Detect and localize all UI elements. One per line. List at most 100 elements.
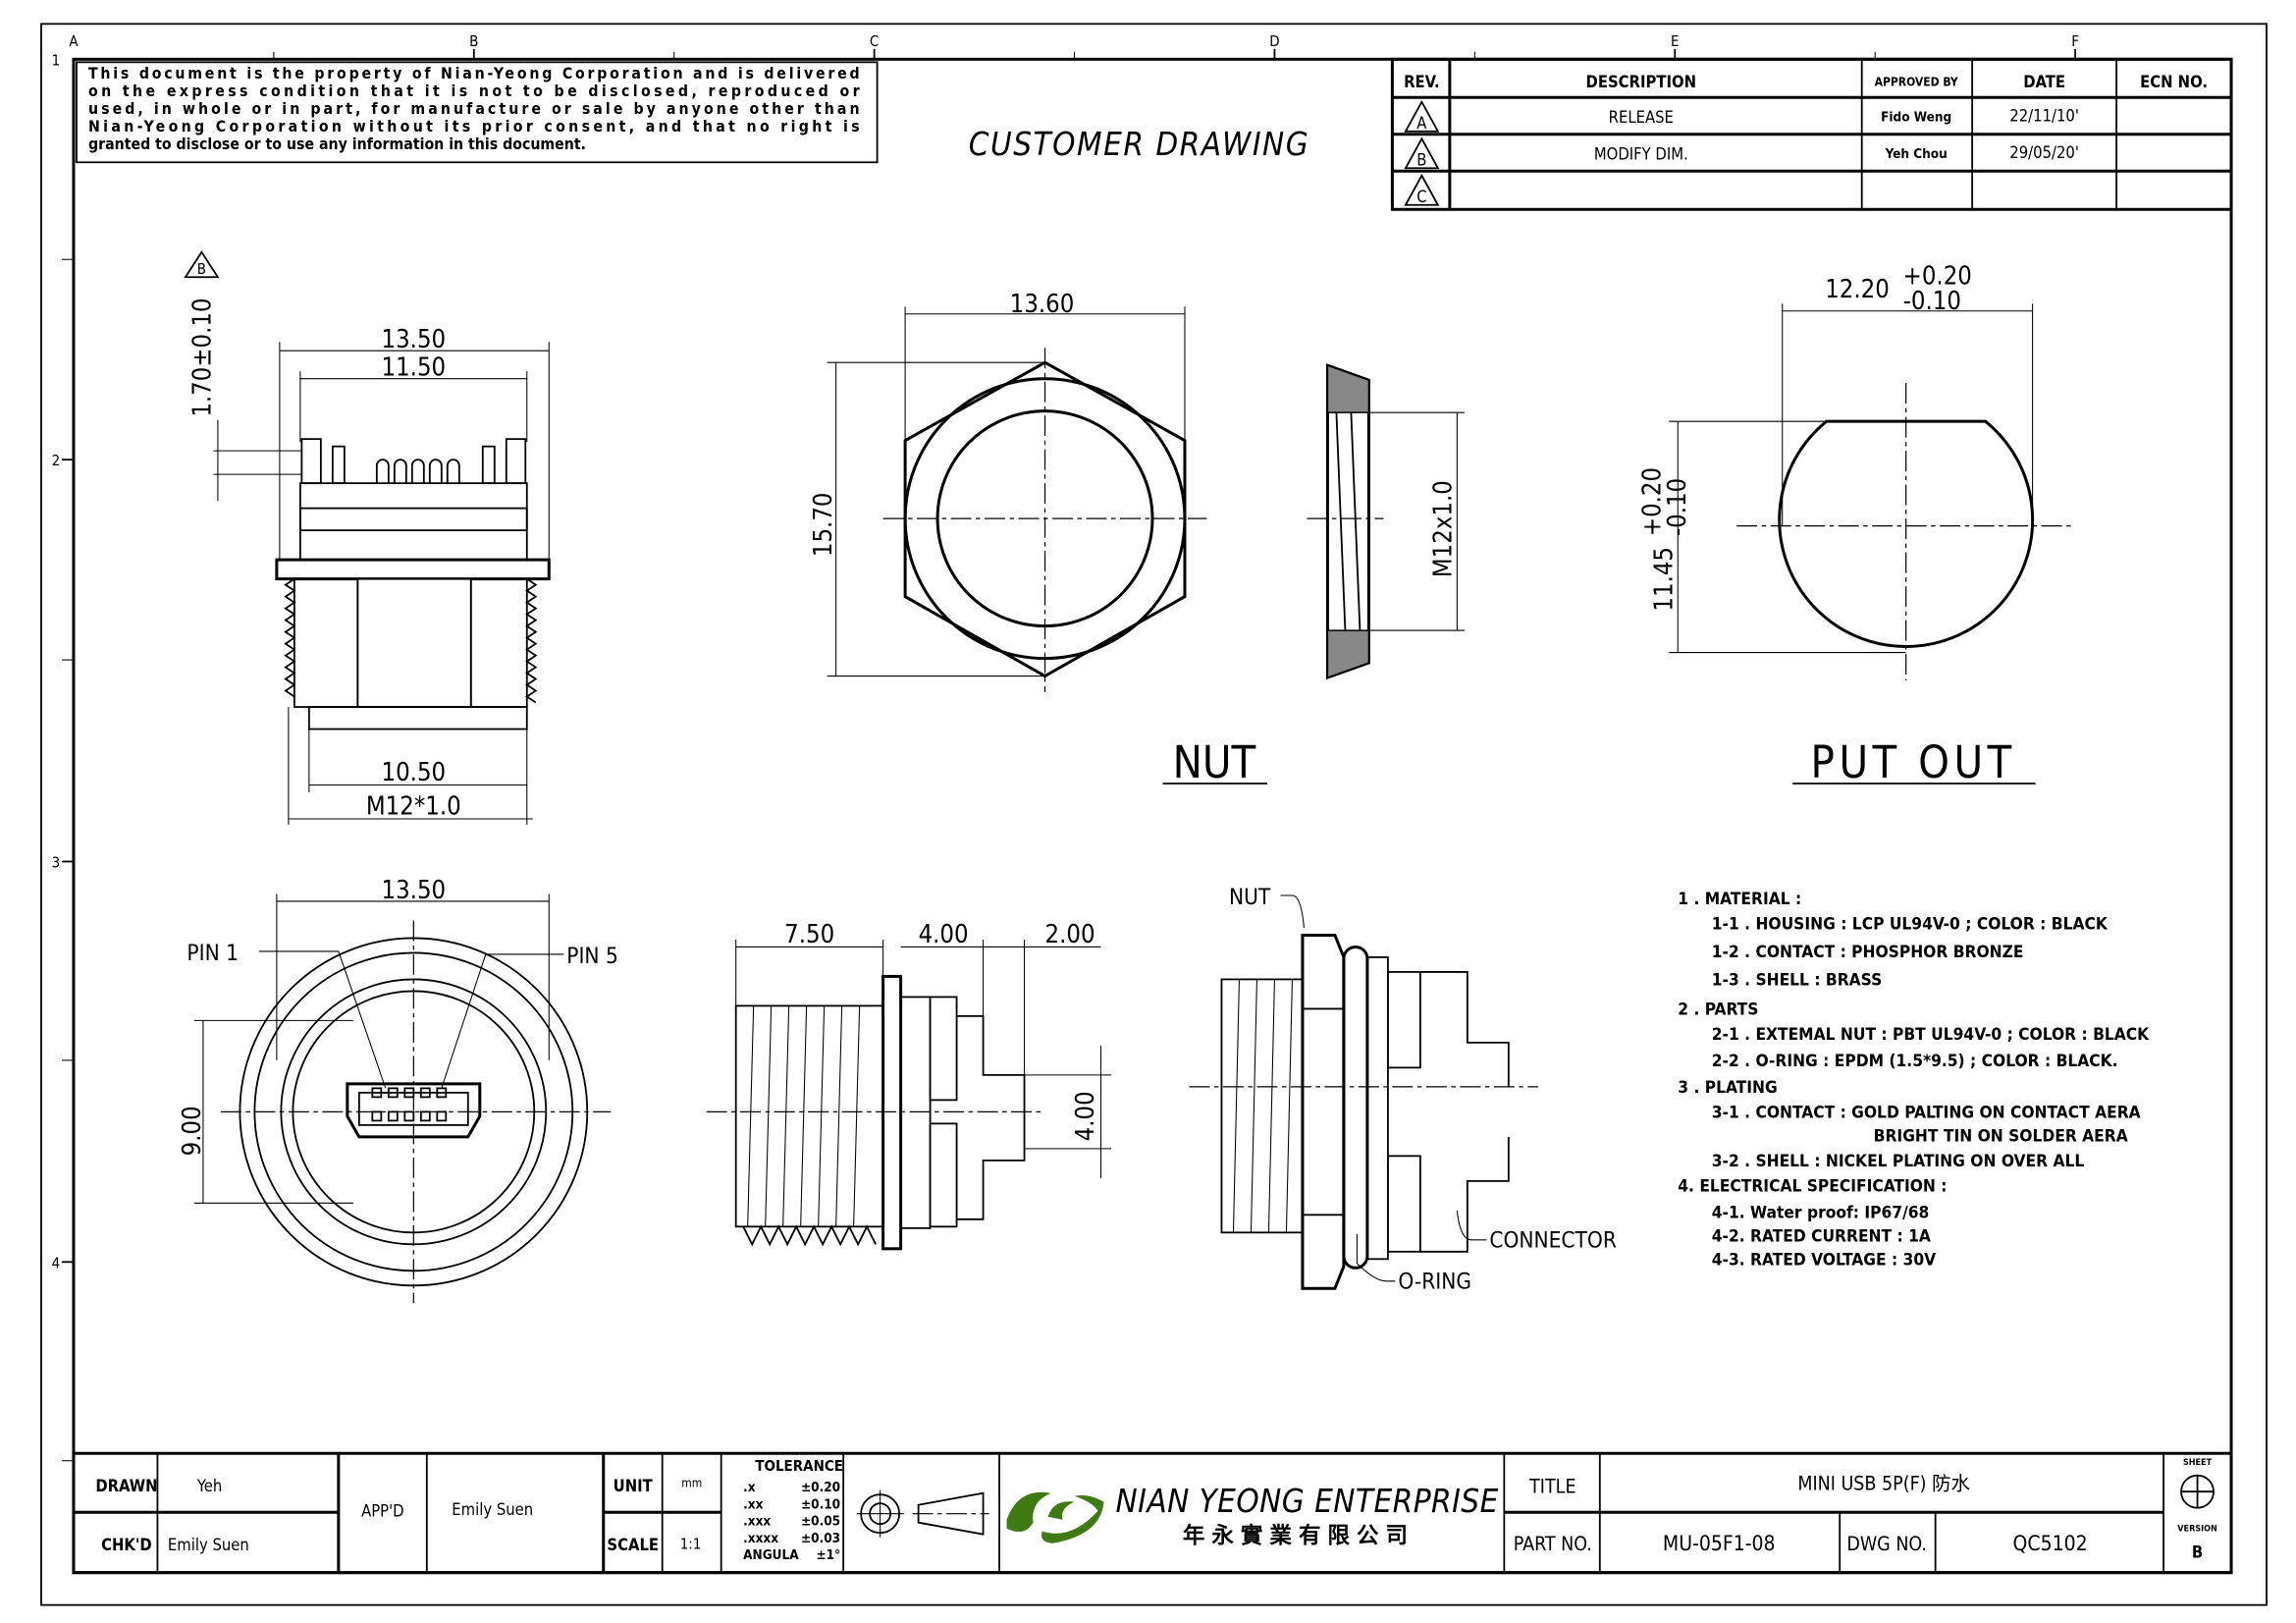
tolerance-entry: .xx [743, 1496, 763, 1512]
date-header: DATE [2023, 73, 2065, 91]
tolerance-entry: ±0.20 [801, 1480, 840, 1495]
dim-nut-height: 15.70 [809, 493, 838, 558]
notice-line: granted to disclose or to use any inform… [88, 135, 586, 153]
drawing-part-title: MINI USB 5P(F) 防水 [1797, 1473, 1970, 1495]
outer-border [40, 23, 2268, 1606]
dim-profile-flange: 4.00 [919, 920, 969, 949]
part-no: MU-05F1-08 [1663, 1532, 1776, 1555]
tolerance-entry: .xxxx [743, 1531, 778, 1546]
approved-header: APPROVED BY [1875, 75, 1958, 88]
rev-description: MODIFY DIM. [1594, 144, 1688, 163]
dim-front-height: 9.00 [178, 1106, 207, 1156]
nut-label: NUT [1173, 736, 1256, 788]
ecn-header: ECN NO. [2140, 73, 2208, 91]
note-line: 4-3. RATED VOLTAGE : 30V [1712, 1250, 1936, 1270]
rev-letter: C [1416, 188, 1426, 206]
front-view: 13.50 9.00 PIN 1 PIN 5 [178, 876, 618, 1304]
tolerance-entry: .x [743, 1480, 756, 1495]
dim-width: 13.50 [382, 325, 447, 354]
sheet-symbol-icon [2180, 1474, 2215, 1509]
dim-pin-height: 1.70±0.10 [187, 298, 217, 416]
rev-letter: B [1416, 150, 1426, 169]
note-line: 3-2 . SHELL : NICKEL PLATING ON OVER ALL [1712, 1152, 2085, 1171]
drawn-by: Yeh [196, 1477, 222, 1495]
put-out-view: 12.20 +0.20 -0.10 11.45 +0.20 -0.10 PUT … [1637, 262, 2073, 788]
notice-line: Nian-Yeong Corporation without its prior… [88, 117, 860, 135]
scale-label: SCALE [607, 1536, 659, 1554]
note-line: 2-1 . EXTEMAL NUT : PBT UL94V-0 ; COLOR … [1712, 1025, 2150, 1045]
dwg-no-label: DWG NO. [1846, 1533, 1927, 1555]
tolerance-entry: ±0.05 [801, 1514, 840, 1530]
note-line: 1 . MATERIAL : [1678, 890, 1801, 909]
version-value: B [2192, 1543, 2203, 1562]
part-no-label: PART NO. [1514, 1533, 1592, 1555]
rev-approver: Yeh Chou [1885, 146, 1948, 162]
notice-line: This document is the property of Nian-Ye… [88, 64, 860, 82]
rev-description: RELEASE [1609, 108, 1674, 127]
assembly-view: NUT CONNECTOR O-RING [1189, 885, 1617, 1294]
row-label: 4 [52, 1254, 61, 1271]
third-angle-projection-icon [856, 1489, 989, 1538]
dim-nut-thread: M12x1.0 [1428, 480, 1458, 577]
tolerance-entry: ±0.03 [801, 1531, 840, 1546]
rev-date: 22/11/10' [2009, 106, 2079, 125]
approved-by: Emily Suen [452, 1500, 533, 1519]
note-line: 1-1 . HOUSING : LCP UL94V-0 ; COLOR : BL… [1712, 914, 2109, 934]
column-markers: A B C D E F [69, 32, 2079, 60]
company-name-chinese: 年 永 實 業 有 限 公 司 [1183, 1523, 1408, 1549]
column-label: F [2071, 32, 2079, 50]
sheet-label: SHEET [2183, 1458, 2213, 1468]
dim-cutout-width: 12.20 [1825, 275, 1890, 304]
unit-value: mm [681, 1477, 702, 1490]
note-line: 2 . PARTS [1678, 1000, 1758, 1019]
revision-triangle-icon [1404, 136, 1440, 170]
dim-profile-body: 7.50 [784, 920, 834, 949]
rev-mark: B [197, 260, 206, 278]
dim-cutout-height: 11.45 [1649, 547, 1679, 612]
checked-by: Emily Suen [168, 1536, 249, 1554]
title-label: TITLE [1528, 1476, 1575, 1498]
side-view: B 1.70±0.10 13.50 11.50 10.50 M12*1.0 [184, 250, 551, 825]
drawing-title: CUSTOMER DRAWING [969, 125, 1309, 163]
checked-label: CHK'D [101, 1536, 152, 1554]
revision-triangle-icon [1404, 173, 1440, 206]
dim-nut-width: 13.60 [1010, 290, 1075, 319]
oring-callout: O-RING [1398, 1269, 1471, 1294]
column-label: B [469, 32, 478, 50]
column-label: C [870, 32, 879, 50]
revision-row: C [1404, 173, 1440, 206]
scale-value: 1:1 [680, 1536, 702, 1553]
note-line: 4. ELECTRICAL SPECIFICATION : [1678, 1176, 1947, 1196]
pin5-label: PIN 5 [566, 944, 618, 969]
dim-thread: M12*1.0 [366, 791, 461, 821]
column-label: D [1269, 32, 1279, 50]
note-line: 3-1 . CONTACT : GOLD PALTING ON CONTACT … [1712, 1103, 2141, 1122]
tolerance-entry: ±0.10 [801, 1496, 840, 1512]
unit-label: UNIT [614, 1477, 654, 1495]
tolerance-entry: ANGULA [743, 1547, 799, 1563]
dim-thread-inner: 10.50 [382, 758, 447, 787]
revision-row: A RELEASE Fido Weng 22/11/10' [1404, 99, 2079, 133]
column-label: A [69, 32, 79, 50]
row-label: 2 [52, 452, 61, 469]
dim-cutout-width-tol-plus: +0.20 [1903, 262, 1972, 292]
dim-front-width: 13.50 [382, 876, 447, 905]
dim-cutout-width-tol-minus: -0.10 [1903, 287, 1961, 316]
dwg-no: QC5102 [2013, 1532, 2088, 1555]
notice-line: on the express condition that it is not … [88, 81, 860, 100]
note-line: 1-2 . CONTACT : PHOSPHOR BRONZE [1712, 943, 2024, 962]
tolerance-entry: ±1° [816, 1547, 840, 1563]
notice-line: used, in whole or in part, for manufactu… [88, 99, 860, 118]
note-line: 4-2. RATED CURRENT : 1A [1712, 1226, 1931, 1246]
note-line: 4-1. Water proof: IP67/68 [1712, 1203, 1930, 1222]
row-markers: 1 2 3 4 [52, 51, 74, 1462]
row-label: 1 [52, 51, 61, 69]
revision-row: B MODIFY DIM. Yeh Chou 29/05/20' [1404, 136, 2079, 170]
description-header: DESCRIPTION [1586, 73, 1696, 91]
rev-header: REV. [1404, 73, 1440, 91]
dim-inner-width: 11.50 [382, 353, 447, 383]
rev-letter: A [1416, 114, 1427, 133]
pin1-label: PIN 1 [187, 941, 239, 966]
specification-notes: 1 . MATERIAL : 1-1 . HOUSING : LCP UL94V-… [1678, 890, 2150, 1270]
column-label: E [1671, 32, 1680, 50]
